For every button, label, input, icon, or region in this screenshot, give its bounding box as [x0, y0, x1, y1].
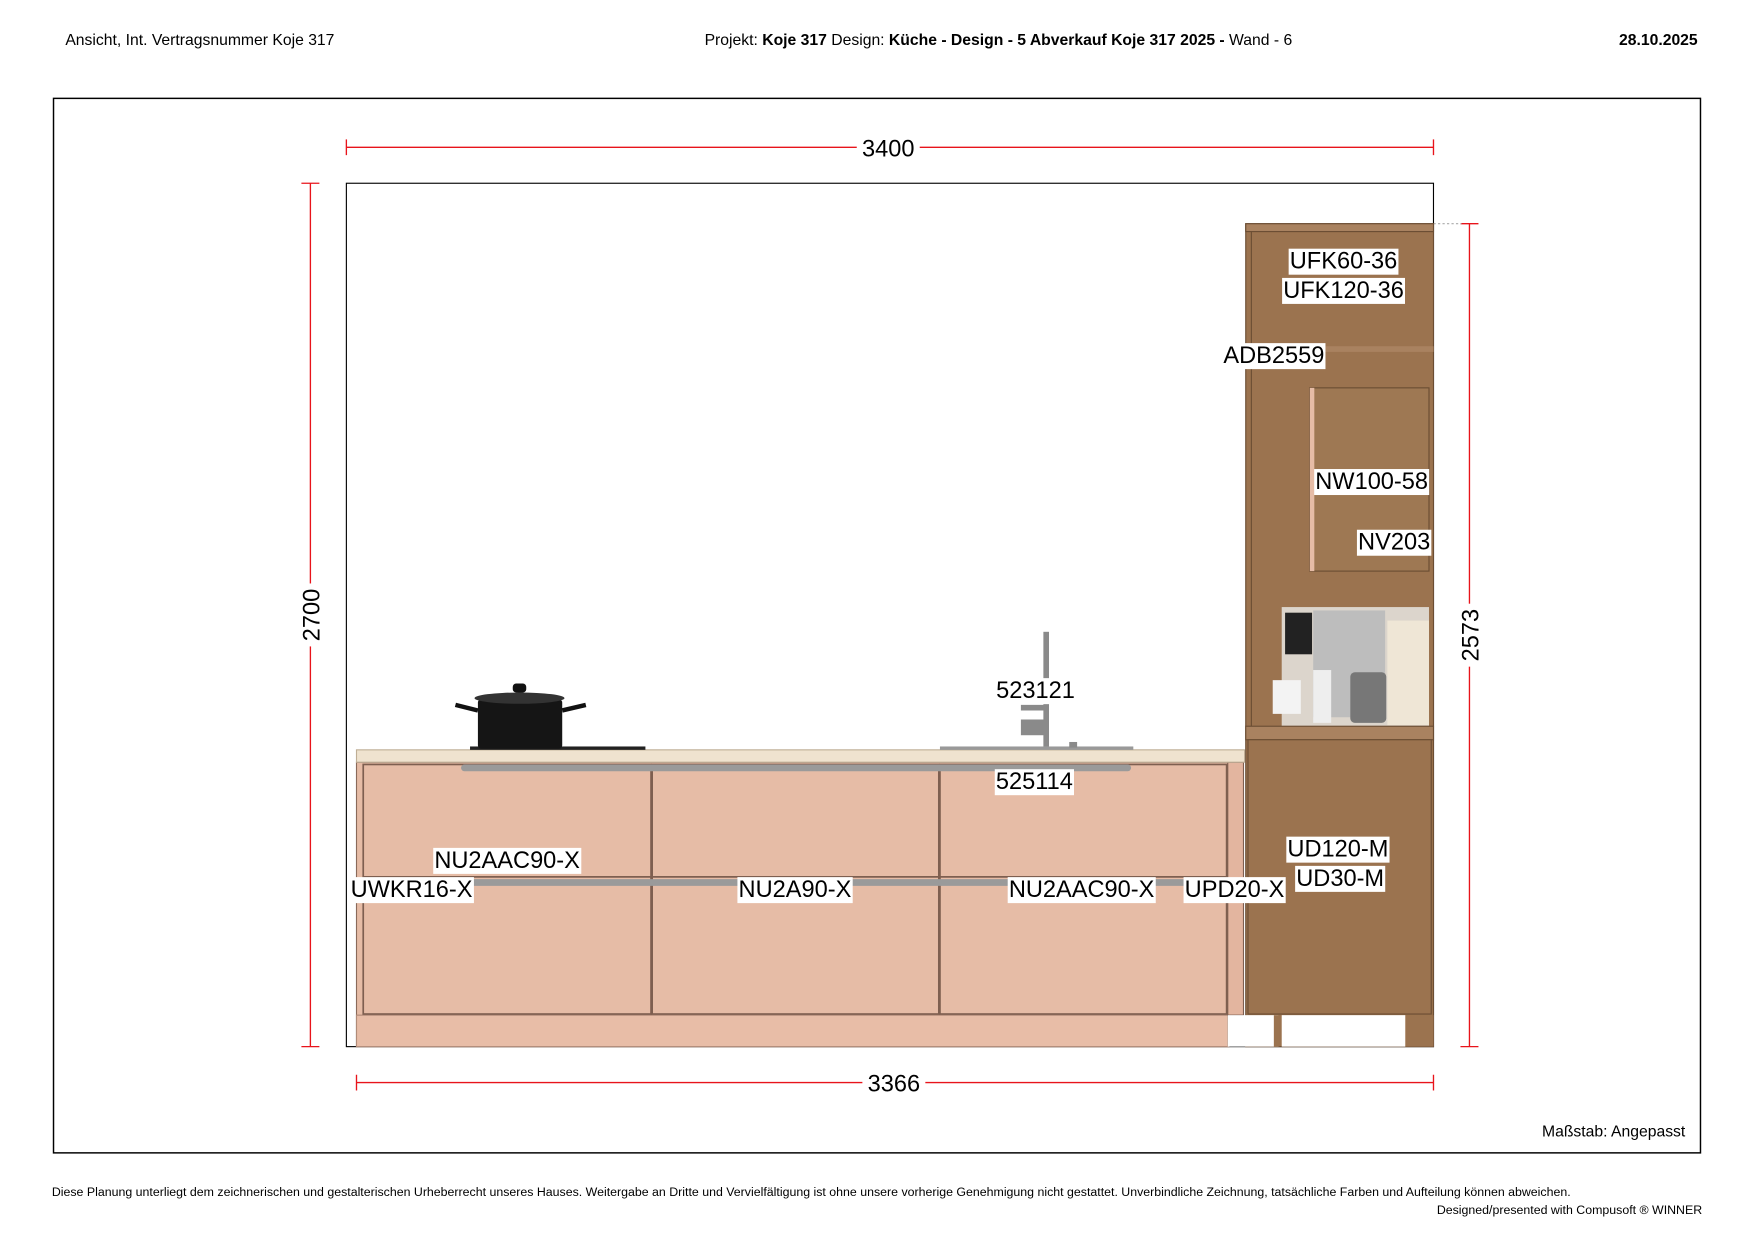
label-ud120-m: UD120-M [1287, 837, 1388, 863]
label-adb2559: ADB2559 [1223, 343, 1324, 369]
label-background [1007, 877, 1156, 904]
label-background [737, 877, 853, 904]
label-background [1183, 877, 1286, 904]
header-left: Ansicht, Int. Vertragsnummer Koje 317 [65, 32, 334, 49]
label-background [349, 877, 474, 904]
dimension-bottom: 3366 [355, 1070, 1435, 1098]
label-background [1222, 343, 1326, 370]
label-nu2aac90-x-right: NU2AAC90-X [1009, 877, 1155, 903]
label-background [1295, 865, 1386, 892]
label-background [433, 847, 582, 874]
label-background [1282, 277, 1405, 304]
drawing-frame [52, 97, 1702, 1154]
label-background [994, 769, 1075, 796]
dimension-top: 3400 [345, 134, 1435, 162]
dimension-right: 2573 [1433, 223, 1484, 1048]
header-date: 28.10.2025 [1619, 32, 1698, 49]
article-labels: UFK60-36 UFK120-36 ADB2559 NW100-58 NV20… [349, 248, 1432, 904]
footer-disclaimer: Diese Planung unterliegt dem zeichnerisc… [52, 1185, 1571, 1199]
label-upd20-x: UPD20-X [1185, 877, 1285, 903]
worktop [355, 749, 1246, 763]
svg-text:3400: 3400 [862, 136, 915, 162]
label-uwkr16-x: UWKR16-X [351, 877, 473, 903]
svg-text:2700: 2700 [299, 589, 325, 641]
dimension-left: 2700 [298, 182, 325, 1048]
header-project: Projekt: Koje 317 Design: Küche - Design… [705, 32, 1293, 49]
label-nw100-58: NW100-58 [1315, 469, 1428, 495]
label-ufk120-36: UFK120-36 [1283, 278, 1404, 304]
label-background [1314, 469, 1430, 496]
svg-text:2573: 2573 [1458, 609, 1484, 661]
svg-text:3366: 3366 [868, 1072, 921, 1098]
pot-on-hob [454, 683, 646, 750]
label-nv203: NV203 [1358, 530, 1430, 556]
label-nu2a90-x: NU2A90-X [739, 877, 852, 903]
label-ufk60-36: UFK60-36 [1290, 249, 1398, 275]
label-background [995, 678, 1077, 705]
footer-credit: Designed/presented with Compusoft ® WINN… [1437, 1203, 1702, 1217]
label-background [1288, 248, 1399, 275]
label-523121: 523121 [996, 678, 1075, 704]
base-cabinets [355, 761, 1245, 1048]
scale-note: Maßstab: Angepasst [1542, 1124, 1686, 1141]
label-background [1286, 836, 1390, 863]
label-nu2aac90-x-left: NU2AAC90-X [434, 848, 580, 874]
label-background [1356, 529, 1432, 556]
label-ud30-m: UD30-M [1296, 866, 1384, 892]
label-525114: 525114 [996, 769, 1073, 795]
